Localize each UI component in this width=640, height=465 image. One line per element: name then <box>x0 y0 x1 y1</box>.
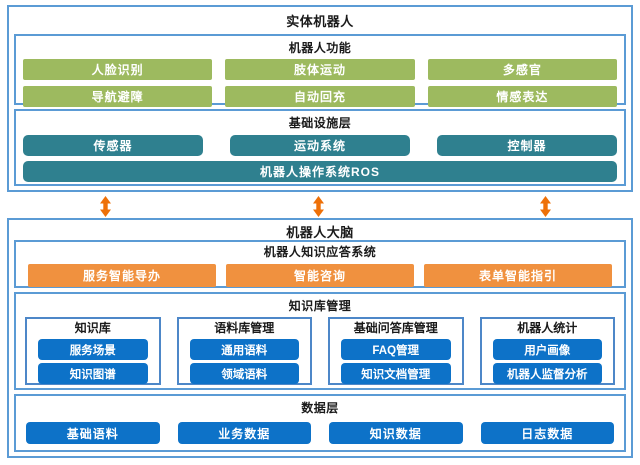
data-layer-item: 日志数据 <box>480 422 614 444</box>
infrastructure-item: 控制器 <box>437 135 617 156</box>
knowledge-mgmt-title: 知识库管理 <box>288 299 352 313</box>
physical-robot-section: 实体机器人 机器人功能 人脸识别 肢体运动 多感官 导航避障 自动回充 情感表达… <box>7 5 633 192</box>
infrastructure-row: 传感器 运动系统 控制器 <box>16 131 624 156</box>
group-title: 知识库 <box>74 321 111 335</box>
infrastructure-item: 传感器 <box>23 135 203 156</box>
up-down-arrow-icon <box>540 196 551 217</box>
group-title: 语料库管理 <box>214 321 275 335</box>
group-title: 机器人统计 <box>517 321 578 335</box>
group-item: 领域语料 <box>189 363 299 384</box>
knowledge-mgmt-groups: 知识库 服务场景 知识图谱 语料库管理 通用语料 领域语料 基础问答库管理 FA… <box>16 314 624 385</box>
group-robot-stats: 机器人统计 用户画像 机器人监督分析 <box>479 317 615 385</box>
data-layer-item: 基础语料 <box>26 422 160 444</box>
group-item: 用户画像 <box>492 339 602 360</box>
function-item: 自动回充 <box>225 86 415 107</box>
robot-functions-box: 机器人功能 人脸识别 肢体运动 多感官 导航避障 自动回充 情感表达 <box>14 34 626 107</box>
group-title: 基础问答库管理 <box>353 321 438 335</box>
robot-functions-grid: 人脸识别 肢体运动 多感官 导航避障 自动回充 情感表达 <box>16 56 624 107</box>
robot-os-bar: 机器人操作系统ROS <box>23 161 617 182</box>
function-item: 人脸识别 <box>23 59 213 80</box>
group-knowledge-base: 知识库 服务场景 知识图谱 <box>25 317 161 385</box>
up-down-arrow-icon <box>313 196 324 217</box>
function-item: 情感表达 <box>427 86 617 107</box>
group-item: 知识文档管理 <box>341 363 451 384</box>
data-layer-item: 业务数据 <box>177 422 311 444</box>
robot-brain-title: 机器人大脑 <box>286 225 354 240</box>
function-item: 导航避障 <box>23 86 213 107</box>
function-item: 多感官 <box>427 59 617 80</box>
infrastructure-title: 基础设施层 <box>288 116 352 130</box>
group-item: FAQ管理 <box>341 339 451 360</box>
qa-item: 服务智能导办 <box>28 264 216 287</box>
up-down-arrow-icon <box>100 196 111 217</box>
knowledge-mgmt-box: 知识库管理 知识库 服务场景 知识图谱 语料库管理 通用语料 领域语料 基础问答… <box>14 292 626 390</box>
qa-system-title: 机器人知识应答系统 <box>263 245 377 259</box>
physical-robot-title: 实体机器人 <box>286 14 354 29</box>
qa-system-box: 机器人知识应答系统 服务智能导办 智能咨询 表单智能指引 <box>14 240 626 288</box>
robot-brain-section: 机器人大脑 机器人知识应答系统 服务智能导办 智能咨询 表单智能指引 知识库管理… <box>7 218 633 458</box>
data-layer-item: 知识数据 <box>329 422 463 444</box>
group-item: 知识图谱 <box>38 363 148 384</box>
infrastructure-item: 运动系统 <box>230 135 410 156</box>
qa-item: 表单智能指引 <box>424 264 612 287</box>
infrastructure-box: 基础设施层 传感器 运动系统 控制器 机器人操作系统ROS <box>14 109 626 186</box>
group-item: 机器人监督分析 <box>492 363 602 384</box>
data-layer-title: 数据层 <box>301 401 339 415</box>
group-corpus-mgmt: 语料库管理 通用语料 领域语料 <box>176 317 312 385</box>
robot-functions-title: 机器人功能 <box>288 41 352 55</box>
group-faq-mgmt: 基础问答库管理 FAQ管理 知识文档管理 <box>328 317 464 385</box>
function-item: 肢体运动 <box>225 59 415 80</box>
qa-item: 智能咨询 <box>226 264 414 287</box>
group-item: 通用语料 <box>189 339 299 360</box>
data-layer-box: 数据层 基础语料 业务数据 知识数据 日志数据 <box>14 394 626 452</box>
qa-system-row: 服务智能导办 智能咨询 表单智能指引 <box>16 260 624 287</box>
data-layer-row: 基础语料 业务数据 知识数据 日志数据 <box>16 416 624 444</box>
group-item: 服务场景 <box>38 339 148 360</box>
